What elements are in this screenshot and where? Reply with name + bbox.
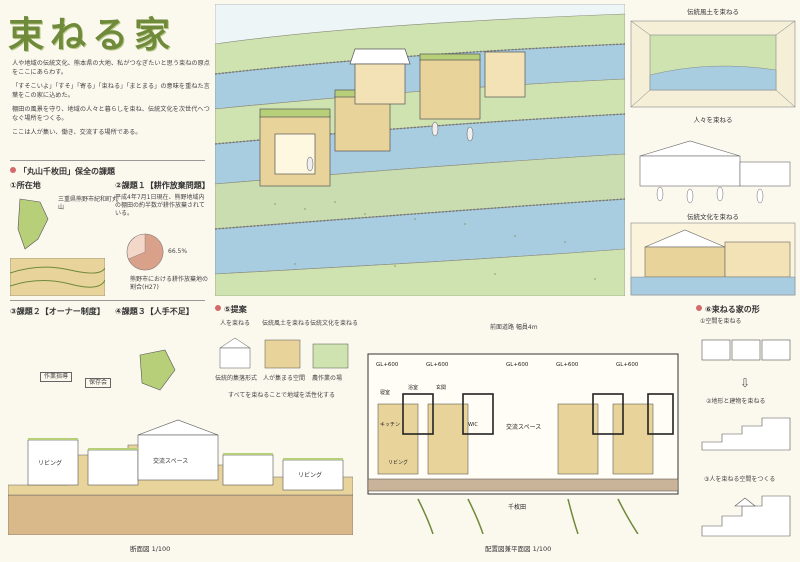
- site-terrain: [10, 258, 105, 296]
- issue3-map: [139, 349, 176, 391]
- level-label: GL+600: [376, 362, 399, 368]
- intro-paragraph: ここは人が集い、働き、交流する場所である。: [12, 128, 142, 136]
- level-label: GL+600: [556, 362, 579, 368]
- room-label: WIC: [468, 422, 478, 428]
- pie-value: 66.5%: [168, 248, 188, 255]
- intro-text: 人や地域の伝統文化、熊本県の大地、私がつなぎたいと思う束ねの原点をここにあらわす…: [12, 60, 212, 143]
- divider: [10, 160, 205, 161]
- floor-plan-label: 配置図兼平面図 1/100: [485, 545, 552, 553]
- form-step: ②地形と建物を束ねる: [706, 398, 766, 405]
- section-drawing-label: 断面図 1/100: [130, 545, 171, 553]
- concept: 伝統文化を束ねる: [310, 320, 359, 327]
- room-label: リビング: [38, 459, 62, 467]
- room-label: 交流スペース: [506, 423, 541, 431]
- issue2-heading: ③課題２【オーナー制度】: [10, 307, 105, 316]
- site-text: 三重県熊野市紀和町丸山: [58, 196, 119, 212]
- vignette-caption: 伝統風土を束ねる: [687, 8, 739, 16]
- room-label: 寝室: [380, 389, 390, 396]
- vignette-caption: 人々を束ねる: [693, 116, 733, 124]
- form-step-diagram: [701, 495, 791, 537]
- location-heading: 「丸山千枚田」保全の課題: [10, 166, 115, 177]
- bullet-icon: [696, 305, 702, 311]
- vignette-caption: 伝統文化を束ねる: [687, 213, 739, 221]
- issue2-tag: 作業指導: [40, 372, 73, 383]
- location-heading-label: 「丸山千枚田」保全の課題: [19, 167, 115, 176]
- room-label: リビング: [388, 459, 408, 466]
- plan-road-label: 前面道路 幅員4m: [490, 324, 538, 331]
- form-step-diagram: [701, 339, 791, 361]
- arrow-down-icon: ⇩: [740, 376, 751, 390]
- vignette-landscape: [630, 20, 796, 108]
- concept-caption: 伝統的集落形式: [215, 375, 258, 382]
- form-step: ③人を束ねる空間をつくる: [704, 476, 776, 483]
- concept-caption: 人が集まる空間: [263, 375, 306, 382]
- proposal-sketches: [219, 337, 349, 369]
- level-label: GL+600: [616, 362, 639, 368]
- concept: 伝統風土を束ねる: [262, 320, 311, 327]
- right-panel: 伝統風土を束ねる 人々を束ねる 伝統文化を束ねる: [630, 6, 796, 296]
- room-label: 交流スペース: [153, 457, 188, 465]
- site-heading: ①所在地: [10, 181, 41, 190]
- issue2-tag: 保存会: [85, 378, 112, 389]
- room-label: 浴室: [408, 384, 418, 391]
- pie-caption: 熊野市における耕作放棄地の割合(H27): [130, 276, 209, 292]
- form-step: ①空間を束ねる: [700, 318, 742, 325]
- room-label: 玄関: [436, 384, 446, 391]
- page-title: 束ねる家: [8, 14, 177, 56]
- proposal-heading-label: ⑤提案: [224, 305, 247, 314]
- intro-paragraph: 棚田の風景を守り、地域の人々と暮らしを束ね、伝統文化を次世代へつなぐ場所をつくる…: [12, 105, 210, 122]
- intro-paragraph: 「すそこいよ」「すそ」「寄る」「束ねる」「まとまる」の意味を重ねた言葉をこの家に…: [12, 82, 210, 99]
- plan-bottom-label: 千枚田: [508, 503, 526, 511]
- room-label: キッチン: [380, 422, 400, 428]
- level-label: GL+600: [426, 362, 449, 368]
- bullet-icon: [10, 167, 16, 173]
- proposal-heading: ⑤提案: [215, 304, 247, 315]
- form-heading: ⑥束ねる家の形: [696, 304, 760, 315]
- concept-caption: 農作業の場: [312, 375, 343, 382]
- site-map: [17, 198, 49, 250]
- bullet-icon: [215, 305, 221, 311]
- concept: 人を束ねる: [220, 320, 251, 327]
- form-step-diagram: [701, 417, 791, 451]
- issue1-text: 平成4年7月1日現在、熊野地域内の棚田の約半数が耕作放棄されている。: [115, 194, 205, 218]
- vignette-culture: [630, 222, 796, 296]
- vignette-people: [639, 140, 791, 204]
- floor-plan: GL+600 GL+600 GL+600 GL+600 GL+600 寝室 浴室…: [367, 353, 679, 534]
- room-label: リビング: [298, 471, 322, 479]
- level-label: GL+600: [506, 362, 529, 368]
- abandonment-pie: [126, 233, 164, 271]
- section-drawing: リビング 交流スペース リビング: [8, 419, 353, 535]
- issue1-heading: ②課題１【耕作放棄問題】: [115, 181, 210, 190]
- form-heading-label: ⑥束ねる家の形: [705, 305, 760, 314]
- issue3-heading: ④課題３【人手不足】: [115, 307, 194, 316]
- proposal-summary: すべてを束ねることで地域を活性化する: [228, 392, 336, 399]
- main-perspective: [215, 4, 625, 296]
- intro-paragraph: 人や地域の伝統文化、熊本県の大地、私がつなぎたいと思う束ねの原点をここにあらわす…: [12, 60, 210, 76]
- divider: [10, 300, 205, 301]
